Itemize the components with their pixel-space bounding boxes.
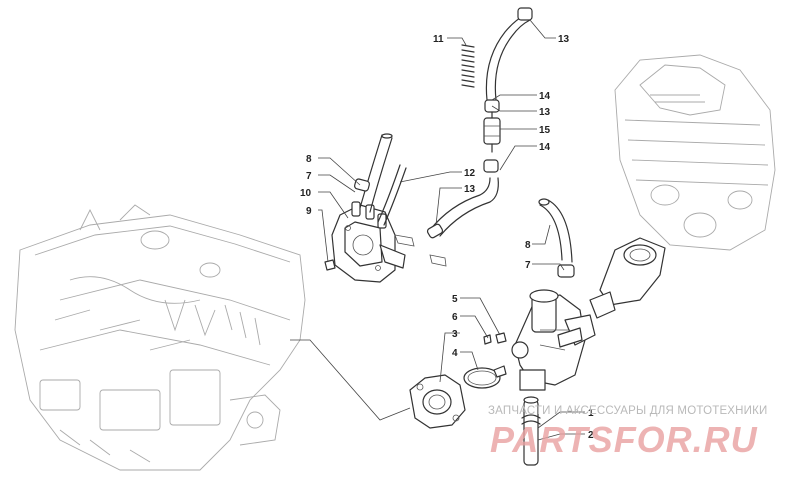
callout-7-upper: 7 xyxy=(306,171,312,182)
callout-14-upper: 14 xyxy=(539,91,551,102)
callout-8-upper: 8 xyxy=(306,154,312,165)
callout-6: 6 xyxy=(452,312,458,323)
callout-5: 5 xyxy=(452,294,458,305)
hose-clamp xyxy=(463,365,507,389)
intake-flange xyxy=(409,374,466,429)
callout-13-middle: 13 xyxy=(539,107,551,118)
spring xyxy=(461,44,475,88)
air-box xyxy=(614,54,776,251)
callout-1: 1 xyxy=(588,408,594,419)
fuel-hoses xyxy=(359,14,573,263)
intake-boot xyxy=(589,237,666,319)
callout-numbers: 8 7 10 9 12 13 11 13 14 13 15 14 8 7 5 6… xyxy=(300,34,594,441)
leader-lines xyxy=(318,19,585,441)
callout-4: 4 xyxy=(452,348,458,359)
watermark-logo: PARTSFOR.RU xyxy=(490,419,758,460)
pump-bolts xyxy=(324,234,447,271)
callout-10: 10 xyxy=(300,188,312,199)
callout-2: 2 xyxy=(588,430,594,441)
carburetor xyxy=(511,289,596,391)
callout-11: 11 xyxy=(433,34,444,45)
engine-block xyxy=(14,204,306,471)
callout-8-lower: 8 xyxy=(525,240,531,251)
callout-13-lower: 13 xyxy=(464,184,476,195)
watermark-logo-text: PARTSFOR.RU xyxy=(490,419,758,460)
callout-14-lower: 14 xyxy=(539,142,551,153)
connection-line xyxy=(290,339,411,421)
carb-screws xyxy=(483,332,507,345)
callout-13-top: 13 xyxy=(558,34,570,45)
callout-12: 12 xyxy=(464,168,476,179)
fuel-filter xyxy=(483,111,501,153)
watermark-caption: ЗАПЧАСТИ И АКСЕССУАРЫ ДЛЯ МОТОТЕХНИКИ xyxy=(488,405,768,417)
callout-15: 15 xyxy=(539,125,551,136)
fuel-pump xyxy=(331,201,406,283)
callout-7-lower: 7 xyxy=(525,260,531,271)
callout-9: 9 xyxy=(306,206,312,217)
drain-hose xyxy=(521,396,541,466)
callout-3: 3 xyxy=(452,329,458,340)
